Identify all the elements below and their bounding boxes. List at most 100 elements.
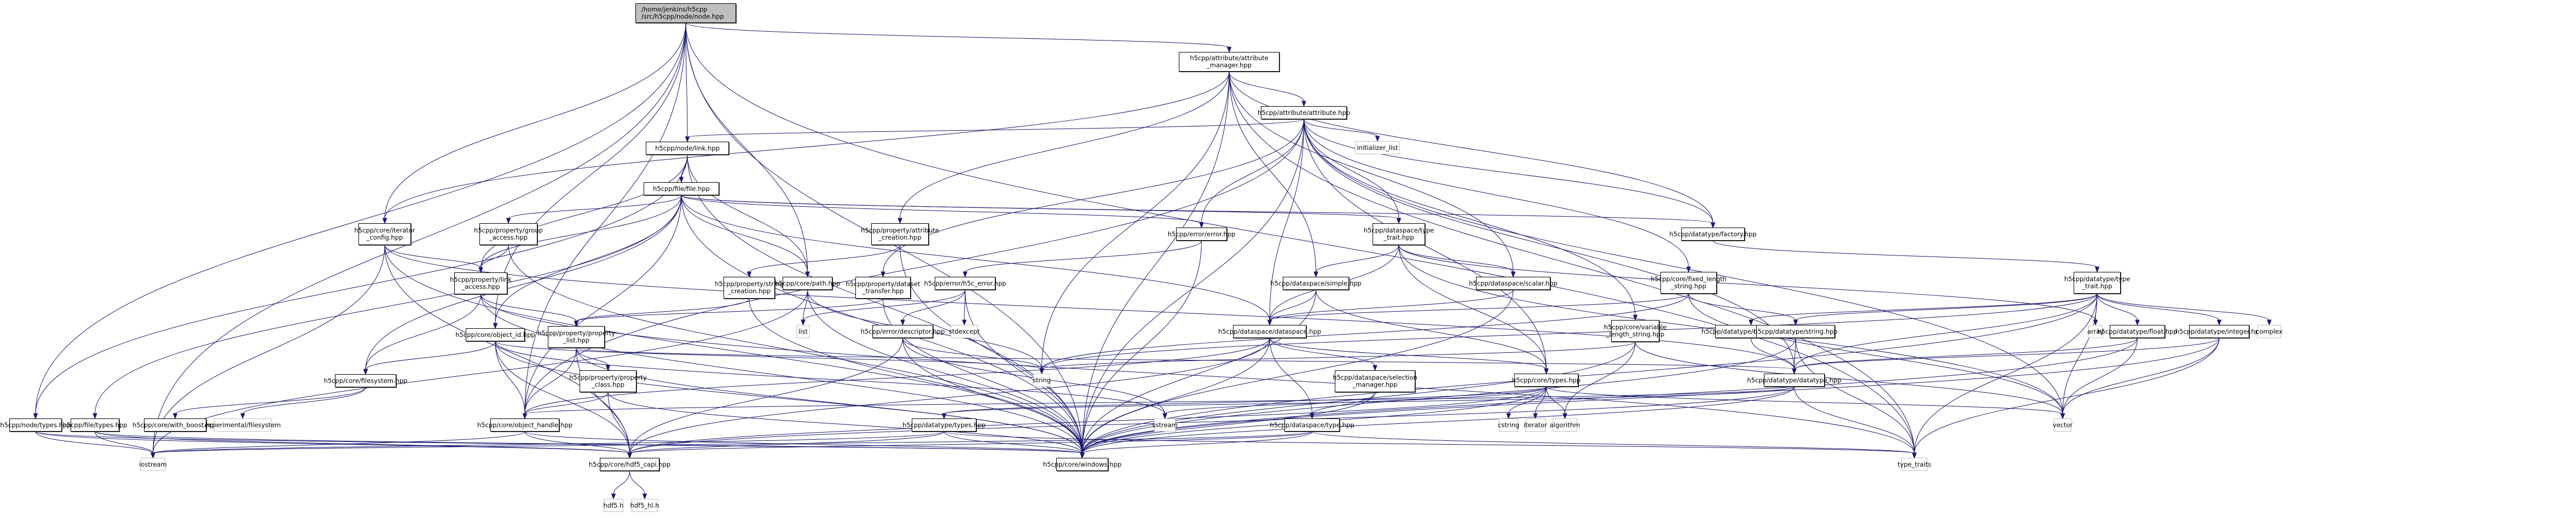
- edge-ds_dataspace-to-ds_type: [1269, 337, 1312, 415]
- graph-node-file[interactable]: h5cpp/file/file.hpp: [644, 182, 719, 195]
- graph-node-filesystem[interactable]: h5cpp/core/filesystem.hpp: [324, 374, 407, 387]
- arrowhead-icon: [1510, 271, 1516, 278]
- arrowhead-icon: [805, 271, 810, 278]
- graph-node-attr-mgr[interactable]: h5cpp/attribute/attribute _manager.hpp: [1179, 52, 1280, 72]
- graph-node-link-access[interactable]: h5cpp/property/link _access.hpp: [450, 272, 512, 294]
- arrowhead-icon: [1749, 319, 1753, 326]
- edge-file_types-to-windows: [95, 431, 1083, 454]
- edge-node_types-to-hdf5_capi: [35, 431, 630, 454]
- graph-node-sel-mgr[interactable]: h5cpp/dataspace/selection _manager.hpp: [1333, 370, 1417, 392]
- graph-node-iter-cfg[interactable]: h5cpp/core/iterator _config.hpp: [355, 223, 415, 245]
- edge-object_id-to-filesystem: [365, 341, 496, 370]
- edge-node-to-link: [685, 22, 688, 138]
- edge-ds_type-to-iostream: [153, 431, 1312, 454]
- edge-ds_dataspace-to-windows: [1082, 337, 1270, 454]
- edge-link-to-windows: [687, 154, 1083, 454]
- edge-file-to-group_access: [508, 195, 682, 219]
- graph-node-prop-list[interactable]: h5cpp/property/property _list.hpp: [537, 326, 615, 348]
- graph-node-object-id[interactable]: h5cpp/core/object_id.hpp: [455, 328, 535, 341]
- arrowhead-icon: [679, 177, 684, 183]
- edge-dt_type_trait-to-string: [1041, 293, 2098, 370]
- edge-ds_type-to-type_traits: [1312, 431, 1915, 454]
- edge-core_types-to-cstring: [1508, 386, 1547, 415]
- graph-node-prop-class[interactable]: h5cpp/property/property _class.hpp: [569, 370, 647, 392]
- edge-dt_datatype-to-obj_handle: [524, 386, 1794, 415]
- edge-fixed_len-to-dt_string: [1688, 293, 1796, 321]
- graph-node-string-creation[interactable]: h5cpp/property/string _creation.hpp: [715, 277, 784, 299]
- edge-dt_type_trait-to-dt_datatype: [1794, 293, 2098, 370]
- graph-node-obj-handle[interactable]: h5cpp/core/object_handle.hpp: [477, 418, 572, 432]
- arrowhead-icon: [172, 413, 178, 420]
- graph-node-ds-type-trait[interactable]: h5cpp/dataspace/type _trait.hpp: [1364, 223, 1434, 245]
- graph-node-dt-integer[interactable]: h5cpp/datatype/integer.hpp: [2175, 325, 2263, 338]
- arrowhead-icon: [1793, 319, 1798, 326]
- graph-node-ds-scalar[interactable]: h5cpp/dataspace/scalar.hpp: [1469, 277, 1558, 290]
- edge-obj_handle-to-windows: [524, 431, 1083, 454]
- graph-node-node-types[interactable]: h5cpp/node/types.hpp: [0, 418, 71, 432]
- graph-node-hdf5-capi[interactable]: h5cpp/core/hdf5_capi.hpp: [589, 458, 670, 471]
- graph-node-dt-factory[interactable]: h5cpp/datatype/factory.hpp: [1669, 228, 1757, 241]
- edge-attr_mgr-to-attr: [1229, 71, 1304, 102]
- graph-node-h5c-error[interactable]: h5cpp/error/h5c_error.hpp: [924, 277, 1006, 290]
- edge-error-to-h5c_error: [965, 240, 1202, 273]
- graph-node-attr-creation[interactable]: h5cpp/property/attribute _creation.hpp: [861, 223, 939, 245]
- arrowhead-icon: [1313, 271, 1318, 278]
- edge-node-to-object_id: [495, 22, 686, 324]
- graph-node-sstream: sstream: [1152, 418, 1178, 432]
- edge-object_id-to-sstream: [495, 341, 1165, 415]
- arrowhead-icon: [1199, 222, 1204, 229]
- edge-dt_type_trait-to-type_traits: [1914, 293, 2098, 454]
- edge-dt_float-to-vector: [2062, 337, 2138, 415]
- edge-var_len-to-string: [1041, 341, 1636, 370]
- graph-node-core-types[interactable]: h5cpp/core/types.hpp: [1512, 374, 1581, 387]
- edge-dt_type_trait-to-complex: [2097, 293, 2270, 321]
- graph-node-fixed-len[interactable]: h5cpp/core/fixed_length _string.hpp: [1651, 272, 1727, 294]
- graph-node-dt-string[interactable]: h5cpp/datatype/string.hpp: [1753, 325, 1838, 338]
- graph-node-ds-type[interactable]: h5cpp/dataspace/type.hpp: [1270, 418, 1354, 432]
- edge-attr-to-link: [687, 119, 1304, 138]
- graph-node-err-desc[interactable]: h5cpp/error/descriptor.hpp: [861, 325, 945, 338]
- graph-node-with-boost[interactable]: h5cpp/core/with_boost.hpp: [132, 418, 218, 432]
- graph-node-dt-type-trait[interactable]: h5cpp/datatype/type _trait.hpp: [2064, 272, 2130, 294]
- edge-attr_mgr-to-dt_factory: [1229, 71, 1714, 224]
- arrowhead-icon: [898, 218, 902, 224]
- edge-attr-to-obj_handle: [524, 119, 1304, 415]
- edge-dt_string-to-windows: [1082, 337, 1796, 454]
- graph-node-ds-dataspace[interactable]: h5cpp/dataspace/dataspace.hpp: [1218, 325, 1321, 338]
- edge-var_len-to-windows: [1082, 341, 1636, 454]
- graph-node-var-len[interactable]: h5cpp/core/variable _length_string.hpp: [1604, 320, 1666, 342]
- graph-node-node[interactable]: /home/jenkins/h5cpp /src/h5cpp/node/node…: [635, 3, 736, 23]
- graph-node-windows[interactable]: h5cpp/core/windows.hpp: [1043, 458, 1121, 471]
- edge-dt_types-to-hdf5_capi: [629, 431, 945, 454]
- graph-node-dt-types[interactable]: h5cpp/datatype/types.hpp: [902, 418, 986, 432]
- edge-group_access-to-windows: [508, 245, 1083, 454]
- edge-prop_list-to-prop_class: [576, 347, 609, 366]
- graph-node-dt-datatype[interactable]: h5cpp/datatype/datatype.hpp: [1747, 374, 1842, 387]
- edge-dt_integer-to-type_traits: [1914, 337, 2220, 454]
- edge-object_id-to-string: [495, 341, 1042, 370]
- graph-node-file-types[interactable]: h5cpp/file/types.hpp: [63, 418, 128, 432]
- graph-node-ds-simple[interactable]: h5cpp/dataspace/simple.hpp: [1270, 277, 1362, 290]
- edge-core_types-to-hdf5_capi: [629, 386, 1547, 454]
- graph-node-path[interactable]: h5cpp/core/path.hpp: [775, 277, 840, 290]
- edge-attr_mgr-to-type_traits: [1229, 71, 1915, 454]
- edge-h5c_error-to-list: [803, 289, 965, 321]
- graph-node-hdf5-h: hdf5.h: [604, 499, 623, 512]
- edge-core_types-to-dt_types: [943, 386, 1547, 415]
- edge-fixed_len-to-vector: [1688, 293, 2063, 415]
- graph-node-group-access[interactable]: h5cpp/property/group _access.hpp: [474, 223, 543, 245]
- graph-node-stdexcept: stdexcept: [949, 325, 980, 338]
- edge-dt_type_trait-to-vector: [2062, 293, 2098, 415]
- edge-ds_simple-to-core_types: [1316, 289, 1547, 370]
- edge-attr_creation-to-string_creation: [749, 245, 900, 273]
- graph-node-dataset-transfer[interactable]: h5cpp/property/dataset _transfer.hpp: [846, 277, 921, 299]
- arrowhead-icon: [382, 218, 387, 224]
- edge-ds_dataspace-to-obj_handle: [524, 337, 1270, 415]
- arrowhead-icon: [1396, 218, 1402, 224]
- graph-node-dt-float[interactable]: h5cpp/datatype/float.hpp: [2097, 325, 2178, 338]
- graph-node-link[interactable]: h5cpp/node/link.hpp: [646, 142, 729, 155]
- graph-node-attr[interactable]: h5cpp/attribute/attribute.hpp: [1258, 106, 1350, 119]
- edge-var_len-to-vector: [1635, 341, 2063, 415]
- graph-node-error[interactable]: h5cpp/error/error.hpp: [1168, 228, 1235, 241]
- edge-dataset_transfer-to-prop_list: [576, 298, 883, 322]
